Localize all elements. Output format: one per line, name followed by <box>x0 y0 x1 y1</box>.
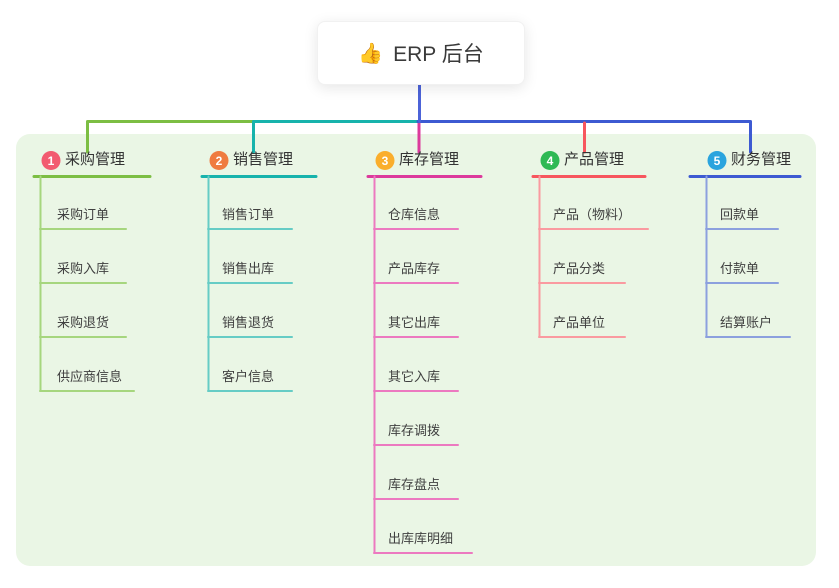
branch-2-connector <box>252 120 422 154</box>
node-label[interactable]: 出库库明细 <box>388 531 454 546</box>
branch-1-badge-number: 1 <box>48 154 55 168</box>
branch-badges: 1 2 3 4 5 <box>41 151 727 170</box>
branch-2-badge <box>209 151 229 170</box>
branch-3-main-lines <box>366 121 483 178</box>
branch-5-main-lines <box>416 120 802 178</box>
thumbs-up-icon: 👍 <box>358 42 384 65</box>
node-label[interactable]: 库存盘点 <box>388 477 441 492</box>
node-label[interactable]: 销售退货 <box>222 315 275 330</box>
branch-1-badge <box>41 151 61 170</box>
node-label[interactable]: 客户信息 <box>222 369 275 384</box>
branch-4-label[interactable]: 产品管理 <box>564 151 625 168</box>
node-label[interactable]: 回款单 <box>720 207 760 222</box>
node-label[interactable]: 供应商信息 <box>57 369 123 384</box>
branch-1-label[interactable]: 采购管理 <box>65 151 126 168</box>
branch-3-label[interactable]: 库存管理 <box>399 151 460 168</box>
branch-5-label[interactable]: 财务管理 <box>731 151 792 168</box>
node-label[interactable]: 采购入库 <box>57 261 110 276</box>
root-title: ERP 后台 <box>393 43 484 66</box>
node-label[interactable]: 采购订单 <box>57 207 110 222</box>
node-label[interactable]: 结算账户 <box>720 315 773 330</box>
branch-4-badge-number: 4 <box>547 154 554 168</box>
branch-5-child-lines <box>705 175 791 338</box>
node-label[interactable]: 库存调拨 <box>388 423 441 438</box>
branch-1-connector <box>86 120 256 154</box>
branch-2-badge-number: 2 <box>216 154 223 168</box>
node-label[interactable]: 付款单 <box>720 261 760 276</box>
node-label[interactable]: 产品库存 <box>388 261 441 276</box>
root-node[interactable]: 👍 ERP 后台 <box>317 21 525 85</box>
branch-5-badge <box>707 151 727 170</box>
branch-5-badge-number: 5 <box>714 154 721 168</box>
node-label[interactable]: 产品（物料） <box>553 207 632 222</box>
branch-3-badge <box>375 151 395 170</box>
node-label[interactable]: 产品单位 <box>553 315 606 330</box>
branch-4-child-lines <box>538 175 649 338</box>
node-label[interactable]: 其它入库 <box>388 369 441 384</box>
branch-3-badge-number: 3 <box>382 154 389 168</box>
branch-3-child-lines <box>373 175 473 554</box>
node-label[interactable]: 产品分类 <box>553 261 606 276</box>
node-label[interactable]: 销售订单 <box>222 207 275 222</box>
branch-4-main-lines <box>531 121 647 178</box>
node-label[interactable]: 销售出库 <box>222 261 275 276</box>
branch-1-main-lines <box>32 120 256 178</box>
branches-panel <box>16 134 816 566</box>
branch-1-child-lines <box>39 175 135 392</box>
branch-2-child-lines <box>207 175 293 392</box>
branch-2-label[interactable]: 销售管理 <box>233 151 294 168</box>
node-label[interactable]: 仓库信息 <box>388 207 441 222</box>
node-label[interactable]: 采购退货 <box>57 315 110 330</box>
branch-2-main-lines <box>200 120 422 178</box>
branch-4-badge <box>540 151 560 170</box>
branch-5-connector <box>416 120 752 154</box>
node-label[interactable]: 其它出库 <box>388 315 441 330</box>
